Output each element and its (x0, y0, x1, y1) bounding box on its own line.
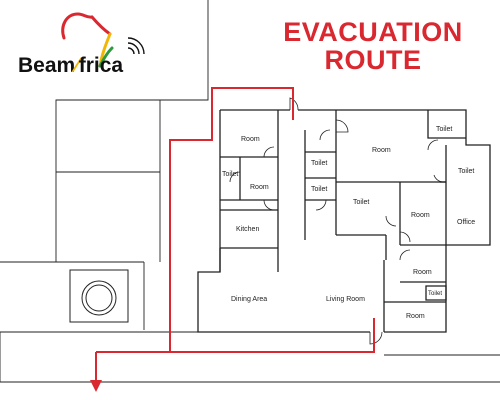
room-label: Room (250, 184, 269, 191)
room-label: Toilet (311, 186, 327, 193)
room-label: Room (372, 147, 391, 154)
logo-text-part2: frica (78, 54, 124, 77)
room-label: Kitchen (236, 226, 259, 233)
room-label: Toilet (311, 160, 327, 167)
building-walls (197, 109, 491, 333)
logo-wordmark: Beam∕frica (18, 54, 123, 78)
room-label: Room (406, 313, 425, 320)
title-line-1: EVACUATION (283, 17, 463, 47)
exit-arrow-icon (90, 380, 102, 392)
round-tank (69, 269, 129, 323)
room-label: Room (411, 212, 430, 219)
site-outline (0, 0, 500, 383)
room-label: Dining Area (231, 296, 267, 303)
room-label: Toilet (222, 171, 238, 178)
room-label: Room (413, 269, 432, 276)
room-label: Living Room (326, 296, 365, 303)
title-line-2: ROUTE (324, 45, 422, 75)
logo-text-part1: Beam (18, 54, 76, 77)
room-label: Toilet (428, 291, 442, 297)
room-label: Toilet (353, 199, 369, 206)
signal-wave-icon (127, 37, 145, 55)
room-label: Room (241, 136, 260, 143)
door-swings (229, 97, 445, 345)
room-label: Office (457, 219, 475, 226)
africa-logo-icon (61, 12, 114, 68)
room-labels: Room Room Toilet Toilet Room Toilet Toil… (222, 126, 475, 320)
room-label: Toilet (436, 126, 452, 133)
page-title: EVACUATION ROUTE (258, 18, 488, 74)
logo-divider-icon: ∕ (75, 54, 79, 77)
evacuation-route (95, 87, 375, 382)
room-label: Toilet (458, 168, 474, 175)
